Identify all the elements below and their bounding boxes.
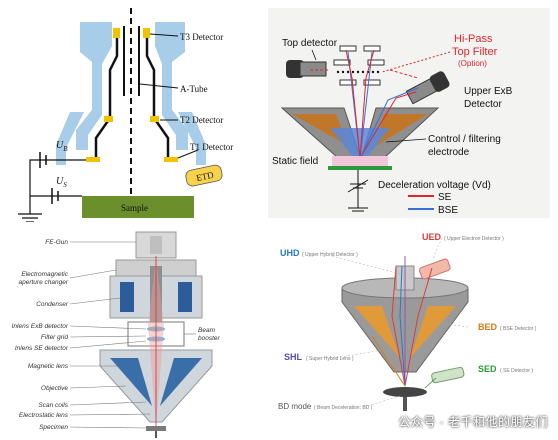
label-objective: Objective — [41, 385, 68, 392]
label-upper-exb-2: Detector — [464, 99, 502, 110]
label-static-field: Static field — [272, 156, 318, 167]
hipass-filter-diagram: Top detector Hi-Pass Top Filter (Option)… — [268, 8, 550, 218]
label-shl-sub: ( Super Hybrid Lens ) — [306, 356, 354, 362]
label-us: US — [56, 176, 67, 189]
label-bed-sub: ( BSE Detector ) — [500, 326, 537, 332]
label-sed-sub: ( SE Detector ) — [500, 368, 533, 374]
label-shl: SHL — [284, 352, 303, 362]
label-magnetic-lens: Magnetic lens — [28, 363, 69, 370]
left-pole-piece — [76, 22, 112, 150]
sample-plate — [328, 166, 392, 170]
static-field — [332, 156, 388, 166]
t1-detector-left — [86, 157, 100, 162]
label-hipass: Hi-Pass — [454, 33, 493, 45]
label-control-2: electrode — [428, 147, 470, 158]
label-beam-1: Beam — [198, 327, 216, 334]
label-inlens-exb: Inlens ExB detector — [12, 323, 69, 330]
top-detector-icon — [286, 60, 327, 78]
label-ued: UED — [422, 232, 442, 242]
label-sample: Sample — [121, 203, 148, 213]
label-top-detector: Top detector — [282, 38, 338, 49]
sample-stage — [383, 387, 427, 397]
hitachi-detector-diagram: UED ( Upper Electron Detector ) UHD ( Up… — [272, 226, 558, 440]
label-inlens-se: Inlens SE detector — [15, 345, 69, 352]
control-electrode — [330, 128, 390, 156]
bias-circuit — [18, 159, 86, 222]
label-scan-coils: Scan coils — [38, 402, 68, 409]
right-electrode — [145, 36, 170, 158]
label-deceleration: Deceleration voltage (Vd) — [378, 180, 491, 191]
label-ued-sub: ( Upper Electron Detector ) — [444, 236, 504, 242]
plate-low-left — [339, 79, 357, 86]
label-topfilter: Top Filter — [452, 46, 498, 58]
label-t3-detector: T3 Detector — [180, 32, 223, 42]
label-aperture-2: aperture changer — [18, 279, 68, 286]
plate-top-right — [363, 45, 381, 52]
label-etd: ETD — [195, 170, 215, 184]
label-a-tube: A-Tube — [180, 84, 208, 94]
plate-mid-left — [333, 59, 351, 66]
label-option: (Option) — [458, 59, 487, 68]
t2-detector-right — [150, 116, 159, 122]
legend-se: SE — [438, 192, 452, 203]
legend-bse: BSE — [438, 205, 458, 216]
plate-top-left — [339, 45, 357, 52]
label-aperture-1: Electromagnetic — [21, 271, 68, 278]
plate-low-right — [363, 79, 381, 86]
label-filter-grid: Filter grid — [41, 334, 68, 341]
sample-stage — [82, 196, 194, 218]
gemini-column-diagram: FE-Gun Electromagnetic aperture changer … — [0, 226, 270, 440]
label-t1-detector: T1 Detector — [190, 142, 233, 152]
t3-detector-right — [143, 28, 150, 38]
plate-mid-right — [367, 59, 385, 66]
right-pole-piece — [155, 22, 188, 150]
right-shield — [178, 112, 206, 165]
label-bed: BED — [478, 322, 498, 332]
label-uhd: UHD — [280, 248, 300, 258]
a-tube — [123, 26, 140, 96]
electron-trajectories — [308, 49, 419, 159]
watermark: 公众号 · 老千和他的朋友们 — [398, 415, 548, 429]
electron-trajectories — [371, 256, 433, 387]
label-control-1: Control / filtering — [428, 134, 501, 145]
top-filter-grid — [336, 70, 380, 74]
sed-detector-icon — [431, 366, 465, 384]
label-bd: BD mode — [278, 402, 312, 411]
left-electrode — [94, 36, 119, 158]
label-fe-gun: FE-Gun — [45, 239, 68, 246]
etd-detector: ETD — [185, 164, 223, 187]
label-upper-exb-1: Upper ExB — [464, 86, 513, 97]
label-condenser: Condenser — [36, 301, 69, 308]
label-specimen: Specimen — [39, 424, 68, 431]
left-shield — [56, 112, 84, 165]
specimen — [146, 426, 166, 431]
ued-detector-icon — [419, 258, 451, 280]
t3-detector-left — [113, 28, 120, 38]
deceleration-voltage-symbol — [347, 170, 369, 212]
t1-detector-right — [164, 157, 178, 162]
label-sed: SED — [478, 364, 497, 374]
label-electrostatic: Electrostatic lens — [19, 412, 69, 419]
label-ub: UB — [56, 140, 68, 153]
tlp-detector-diagram: T3 Detector A-Tube T2 Detector T1 Detect… — [0, 0, 260, 222]
t2-detector-left — [104, 116, 113, 122]
upper-exb-detector-icon — [405, 71, 450, 105]
label-beam-2: booster — [198, 335, 221, 342]
label-t2-detector: T2 Detector — [180, 115, 223, 125]
label-bd-sub: ( Beam Deceleration: BD ) — [314, 405, 373, 411]
label-uhd-sub: ( Upper Hybrid Detector ) — [302, 252, 358, 258]
